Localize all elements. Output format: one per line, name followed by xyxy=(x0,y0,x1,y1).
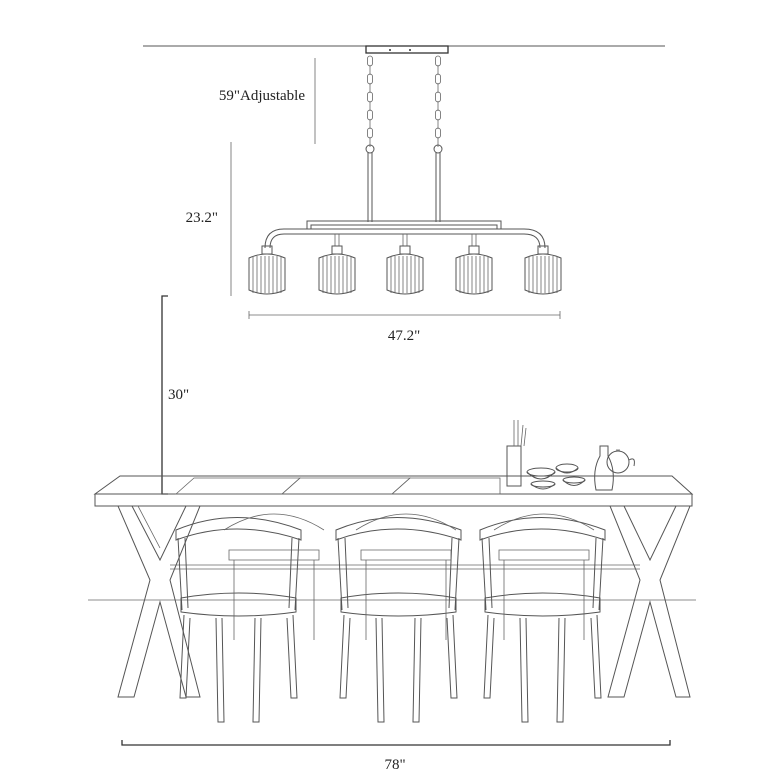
down-rods xyxy=(365,144,443,222)
dining-table xyxy=(93,475,694,698)
ceiling-canopy xyxy=(365,45,449,54)
table-length-dimension: 78" xyxy=(121,740,671,773)
fixture-height-dimension: 23.2" xyxy=(186,142,232,296)
shade-5 xyxy=(524,245,562,295)
chair-3 xyxy=(479,517,606,723)
chandelier-frame xyxy=(264,220,546,249)
chair-4 xyxy=(223,513,325,640)
fixture-height-label: 23.2" xyxy=(186,210,218,226)
shade-1 xyxy=(248,245,286,295)
hang-height-label: 30" xyxy=(168,387,189,403)
hang-height-dimension: 30" xyxy=(161,295,189,495)
chair-1 xyxy=(175,517,302,723)
tableware xyxy=(506,420,635,491)
chair-5 xyxy=(355,513,457,640)
chain-2 xyxy=(435,55,441,147)
shade-2 xyxy=(318,234,356,295)
fixture-width-label: 47.2" xyxy=(388,328,420,344)
pendant-shades xyxy=(248,234,562,295)
chair-2 xyxy=(335,517,462,723)
chain-length-label: 59"Adjustable xyxy=(219,88,305,104)
suspension-chains xyxy=(367,55,441,147)
chair-6 xyxy=(493,513,595,640)
chain-length-dimension: 59"Adjustable xyxy=(219,58,316,144)
table-length-label: 78" xyxy=(384,757,405,773)
shade-4 xyxy=(455,234,493,295)
fixture-width-dimension: 47.2" xyxy=(248,311,561,344)
chain-1 xyxy=(367,55,373,147)
shade-3 xyxy=(386,234,424,295)
dining-chairs xyxy=(175,513,606,723)
